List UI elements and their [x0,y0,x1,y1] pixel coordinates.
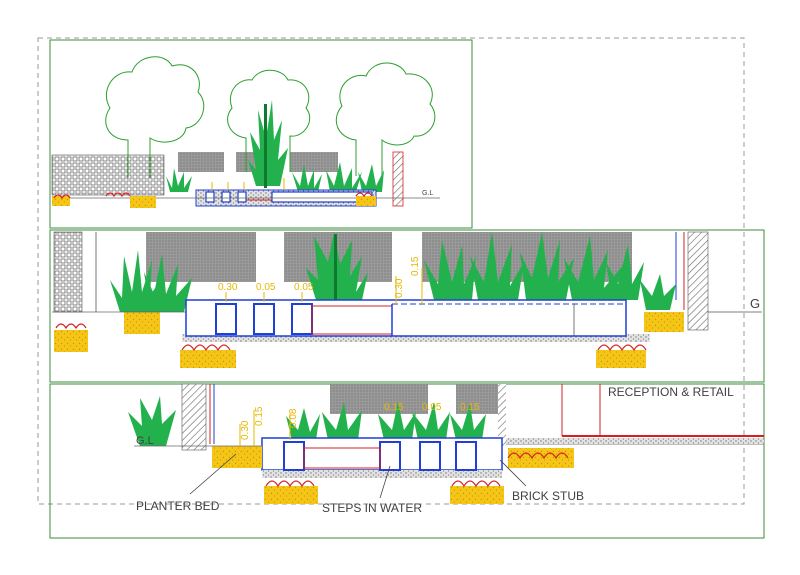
jaali-screen [53,231,83,313]
brick-footing [451,480,501,488]
brick-footing [355,192,373,198]
step-block [237,191,247,203]
floor-slab [506,438,764,444]
pool-outline [185,299,627,337]
wall-panel [290,152,338,172]
sand-bed [180,350,236,368]
bamboo-plant [248,100,288,186]
sand-bed [124,312,160,334]
tree-outline [105,56,205,178]
dimension-label: 0.15 [254,406,265,426]
step-block [221,191,231,203]
sand-bed [52,196,70,206]
brick-footing [597,344,647,352]
step-block [379,441,401,471]
palm-plant [470,232,524,300]
steps-in-water-label: STEPS IN WATER [322,501,422,515]
bamboo-stem [334,234,337,300]
jaali-screen [51,154,165,196]
palm-plant [640,274,676,310]
side-wall [392,151,404,207]
ground-level-label: G.L [422,190,433,197]
sand-bed [596,350,646,368]
wall-panel [178,152,224,172]
dimension-label: 0.05 [294,282,314,293]
middle-section: 0.30 0.05 0.05 0.30 0.15 G [52,231,762,368]
brick-footing [265,480,315,488]
planter-plant [292,164,322,192]
palm-plant [424,240,476,300]
sand-bed [356,196,376,206]
sand-bed [508,448,574,468]
planter-plant [412,402,450,440]
brick-footing [181,344,231,352]
planter-plant [286,408,320,440]
planter-plant [378,402,416,440]
sand-bed [264,486,318,504]
reception-retail-label: RECEPTION & RETAIL [608,385,734,399]
dimension-label: 0.08 [288,408,299,428]
wall-panel [330,384,428,414]
brick-footing [507,452,569,460]
side-wall [687,231,709,331]
side-wall [498,384,506,446]
planter-bed-label: PLANTER BED [136,499,220,513]
bamboo-stem [264,104,267,188]
step-block [283,441,305,471]
middle-section-frame [49,229,765,383]
ground-level-label: G.L [136,435,154,447]
planter-plant [358,164,384,192]
dimension-label: 0.30 [240,420,251,440]
sand-bed [130,196,156,208]
step-block [419,441,441,471]
brick-footing [105,192,131,198]
palm-plant [128,396,176,446]
brick-footing [55,323,87,330]
top-section: G.L [51,56,440,208]
ground-level-label: G [750,296,760,311]
bottom-section: 0.30 0.15 0.08 0.15 0.05 0.15 G.L RECEPT… [128,383,764,515]
brick-stub-label: BRICK STUB [512,489,584,503]
sand-bed [54,330,88,352]
top-section-frame [49,39,473,229]
step-block [291,303,313,335]
step-block [205,191,215,203]
sand-bed [212,446,262,468]
brick-lining [303,447,381,469]
step-block [455,441,477,471]
dashed-border [37,37,745,505]
planter-plant [450,404,486,440]
dimension-label: 0.15 [384,402,404,413]
palm-plant [564,236,624,300]
step-block [253,303,275,335]
planter-plant [326,162,362,192]
sand-bed [644,312,684,332]
tree-outline [335,62,436,176]
leader-steps-in-water [379,465,391,499]
palm-plant [606,244,644,300]
dimension-label: 0.05 [256,282,276,293]
gravel-base [262,470,502,478]
planter-plant [322,402,362,440]
palm-plant [520,232,574,300]
side-wall [181,383,207,451]
leader-brick-stub [499,459,527,487]
dimension-label: 0.30 [394,278,405,298]
palm-plant [144,254,192,312]
dimension-label: 0.05 [422,402,442,413]
gravel-base [182,334,650,342]
planter-plant [166,168,192,192]
wall-panel [456,384,498,414]
dimension-label: 0.30 [218,282,238,293]
tree-outline [227,69,311,172]
dimension-label: 0.15 [410,256,421,276]
sand-bed [450,486,504,504]
brick-footing [53,194,71,200]
wall-panel [146,232,256,282]
step-block [215,303,237,335]
dimension-label: 0.15 [460,402,480,413]
leader-planter-bed [189,453,237,495]
